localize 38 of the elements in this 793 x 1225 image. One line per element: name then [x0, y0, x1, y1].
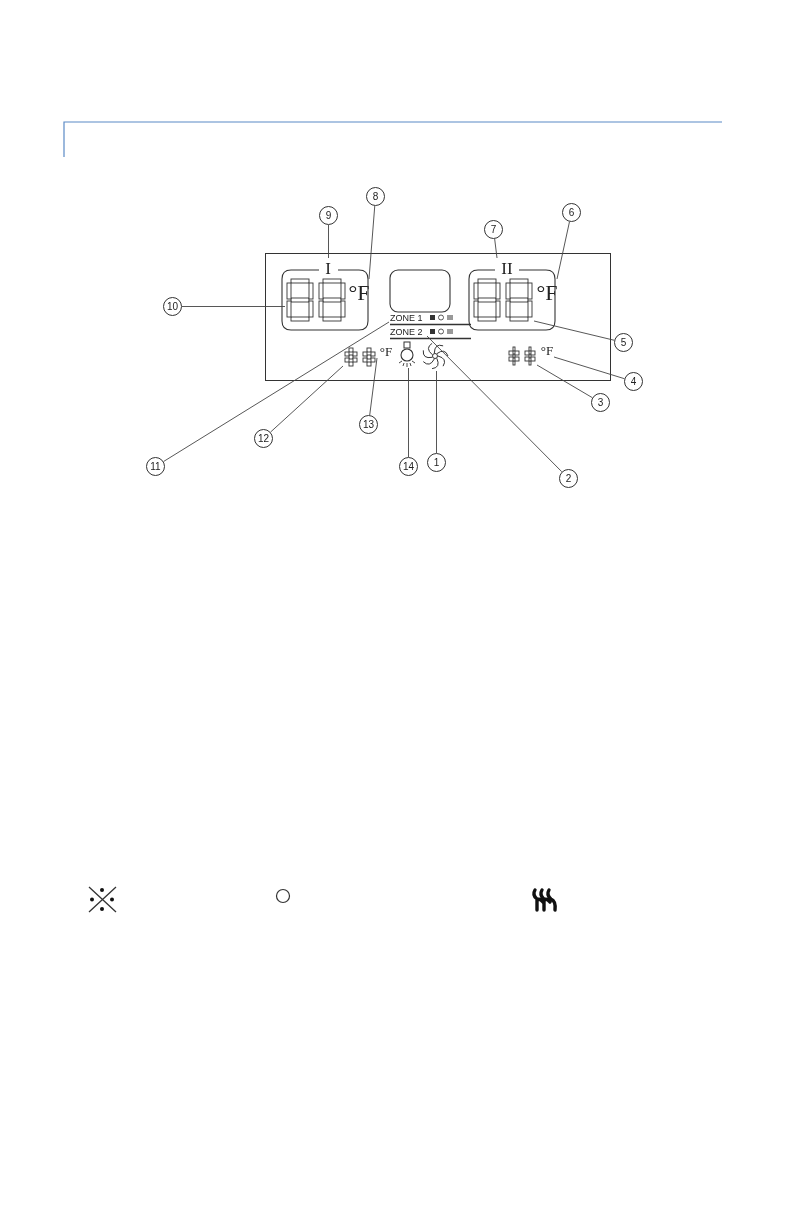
callout-number: 13: [359, 415, 378, 434]
callout-number: 9: [319, 206, 338, 225]
leader-line: [556, 221, 570, 280]
callout-number: 6: [562, 203, 581, 222]
digit-display: [344, 347, 378, 367]
lamp-icon: [397, 341, 417, 369]
leader-line: [368, 205, 376, 280]
callout-number: 8: [366, 187, 385, 206]
callout-number: 14: [399, 457, 418, 476]
callout-number: 3: [591, 393, 610, 412]
fan-icon: [421, 340, 449, 372]
leader-line: [369, 357, 378, 416]
zone-label: ZONE 1: [390, 312, 428, 323]
leader-line: [536, 364, 593, 399]
callout-number: 10: [163, 297, 182, 316]
callout-number: 5: [614, 333, 633, 352]
unit-symbol: °F: [378, 345, 394, 359]
leader-line: [436, 370, 437, 454]
leader-line: [181, 306, 286, 307]
digit-display: [286, 278, 348, 322]
callout-number: 2: [559, 469, 578, 488]
leader-line: [494, 238, 498, 259]
callout-number: 4: [624, 372, 643, 391]
display-panel: [265, 253, 611, 381]
leader-line: [533, 320, 615, 341]
zone-label: ZONE 2: [390, 326, 428, 337]
leader-line: [270, 365, 344, 433]
callout-number: 1: [427, 453, 446, 472]
unit-symbol: °F: [539, 344, 555, 358]
leader-line: [408, 367, 409, 458]
digit-display: [473, 278, 535, 322]
leader-line: [328, 224, 329, 259]
digit-display: [508, 346, 538, 366]
callout-number: 11: [146, 457, 165, 476]
leader-line: [426, 335, 563, 473]
leader-line: [163, 321, 390, 462]
callout-number: 12: [254, 429, 273, 448]
callout-number: 7: [484, 220, 503, 239]
